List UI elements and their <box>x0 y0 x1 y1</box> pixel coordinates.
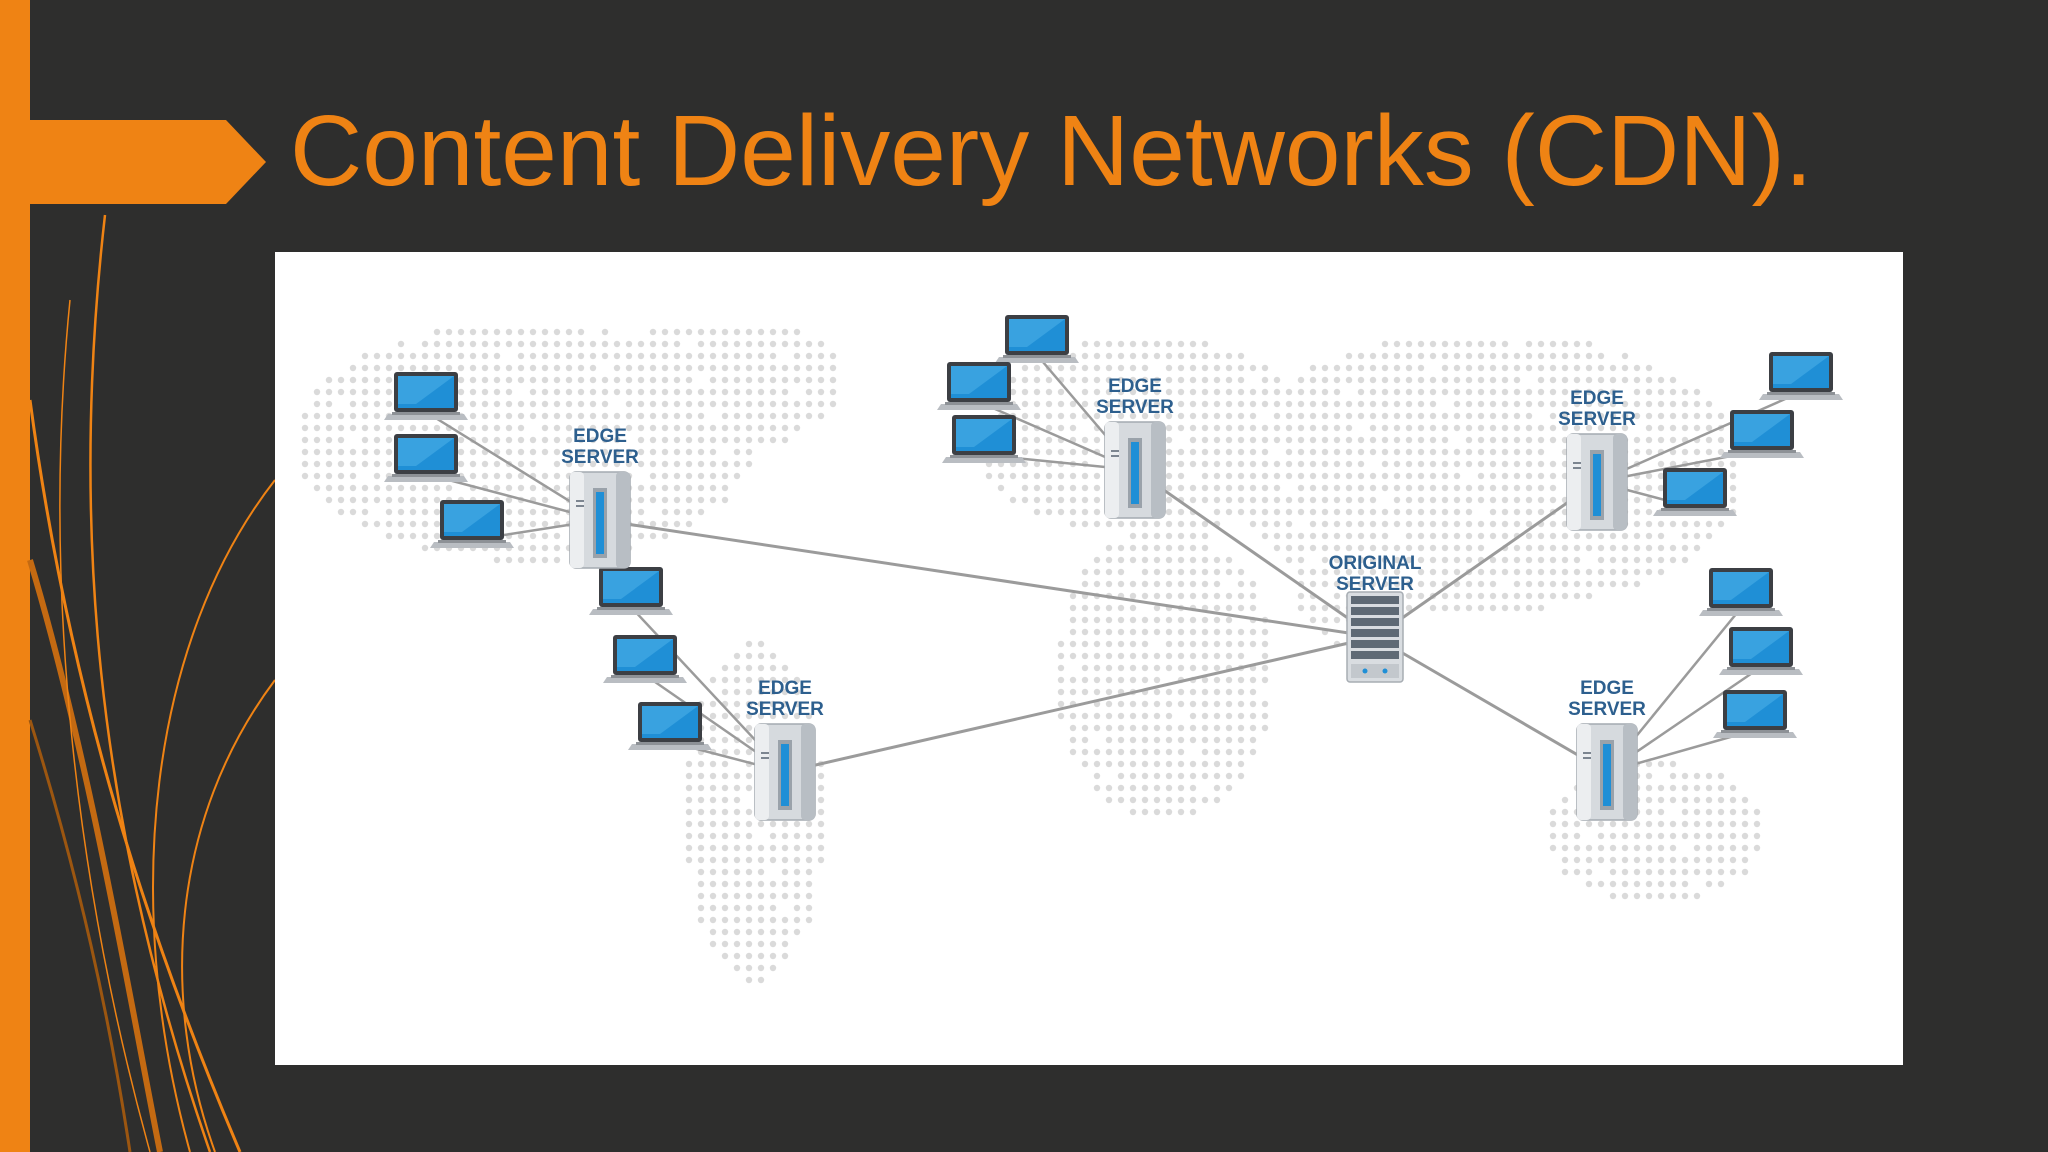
client-link-c7 <box>1596 390 1802 484</box>
server-rack-icon <box>1346 591 1404 683</box>
server-tower-icon <box>1566 433 1628 531</box>
laptop-icon <box>384 434 468 482</box>
edge-5-label-line-1: EDGE <box>1580 678 1634 699</box>
edge-to-origin-line-4 <box>784 635 1376 774</box>
accent-sidebar <box>0 0 30 1152</box>
edge-to-origin-line-1 <box>599 518 1376 639</box>
laptop-icon <box>1699 568 1783 616</box>
edge-4-label-line-2: SERVER <box>746 699 824 720</box>
edge-1-label-line-1: EDGE <box>573 426 627 447</box>
decorative-swooshes <box>27 214 276 1152</box>
laptop-icon <box>1713 690 1797 738</box>
laptop-icon <box>384 372 468 420</box>
laptop-icon <box>995 315 1079 363</box>
edge-to-origin-line-3 <box>1374 480 1598 639</box>
laptop-icon <box>942 415 1026 463</box>
edge-2-label-line-2: SERVER <box>1096 397 1174 418</box>
origin-label-line-2: SERVER <box>1336 574 1414 595</box>
edge-to-origin-line-5 <box>1374 635 1608 774</box>
laptop-icon <box>937 362 1021 410</box>
server-tower-icon <box>1576 723 1638 821</box>
edge-3-label-line-1: EDGE <box>1570 388 1624 409</box>
laptop-icon <box>603 635 687 683</box>
server-tower-icon <box>569 471 631 569</box>
edge-5-label-line-2: SERVER <box>1568 699 1646 720</box>
world-map-dots <box>301 328 1761 984</box>
edge-to-origin-line-2 <box>1134 468 1376 639</box>
edge-1-label-line-2: SERVER <box>561 447 639 468</box>
client-laptops <box>384 315 1843 750</box>
laptop-icon <box>589 567 673 615</box>
laptop-icon <box>1759 352 1843 400</box>
origin-label-line-1: ORIGINAL <box>1329 553 1422 574</box>
edge-3-label-line-2: SERVER <box>1558 409 1636 430</box>
slide-title: Content Delivery Networks (CDN). <box>290 95 1813 207</box>
edge-2-label-line-1: EDGE <box>1108 376 1162 397</box>
laptop-icon <box>1719 627 1803 675</box>
laptop-icon <box>1653 468 1737 516</box>
laptop-icon <box>430 500 514 548</box>
edge-4-label-line-1: EDGE <box>758 678 812 699</box>
server-tower-icon <box>1104 421 1166 519</box>
server-tower-icon <box>754 723 816 821</box>
laptop-icon <box>628 702 712 750</box>
title-arrow-marker <box>30 120 266 204</box>
laptop-icon <box>1720 410 1804 458</box>
